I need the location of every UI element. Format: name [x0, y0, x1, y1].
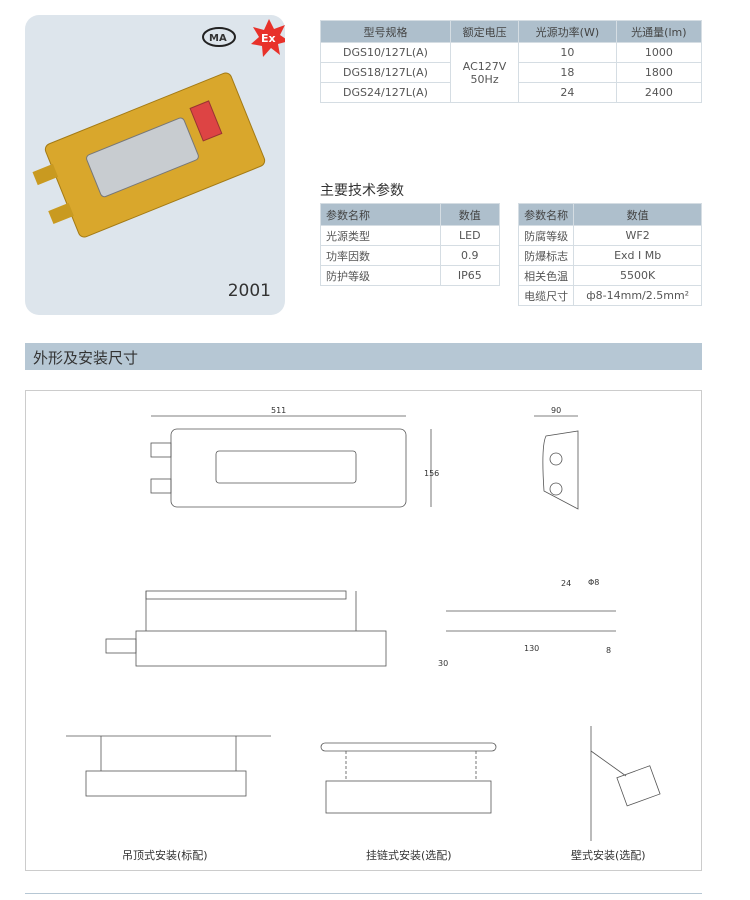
caption-wall: 壁式安装(选配) — [571, 849, 646, 862]
svg-text:24: 24 — [561, 579, 571, 588]
lamp-image: MA Ex — [32, 19, 289, 238]
front-view: 511 156 — [150, 406, 439, 508]
chain-mount — [320, 742, 497, 814]
svg-text:30: 30 — [438, 659, 448, 668]
svg-text:Φ8: Φ8 — [588, 578, 599, 587]
svg-text:8: 8 — [606, 646, 611, 655]
product-photo: MA Ex 2001 — [25, 15, 289, 315]
dimensions-banner: 外形及安装尺寸 — [25, 343, 702, 370]
ma-logo — [202, 27, 236, 47]
tech-params-title: 主要技术参数 — [320, 183, 404, 199]
dimension-drawings: 511 156 90 24 Φ8 130 30 8 吊顶式安装(标配) 挂链式安… — [25, 390, 702, 871]
svg-text:130: 130 — [524, 644, 539, 653]
technical-drawing: 511 156 90 24 Φ8 130 30 8 — [66, 406, 661, 841]
caption-ceiling: 吊顶式安装(标配) — [122, 849, 208, 862]
model-number: 2001 — [227, 281, 271, 301]
caption-chain: 挂链式安装(选配) — [366, 849, 452, 862]
wall-mount — [590, 726, 661, 841]
svg-text:90: 90 — [551, 406, 561, 415]
svg-text:MA: MA — [209, 33, 227, 44]
bracket-view — [105, 590, 387, 667]
side-view: 90 — [534, 406, 579, 510]
svg-text:511: 511 — [271, 406, 286, 415]
ex-logo — [251, 19, 289, 57]
bracket-detail: 24 Φ8 130 30 8 — [438, 578, 616, 668]
svg-text:Ex: Ex — [261, 32, 276, 45]
models-table: 型号规格额定电压光源功率(W)光通量(lm) DGS10/127L(A)AC12… — [319, 20, 703, 103]
svg-text:156: 156 — [424, 469, 439, 478]
bottom-divider — [25, 893, 702, 894]
ceiling-mount — [66, 735, 271, 797]
